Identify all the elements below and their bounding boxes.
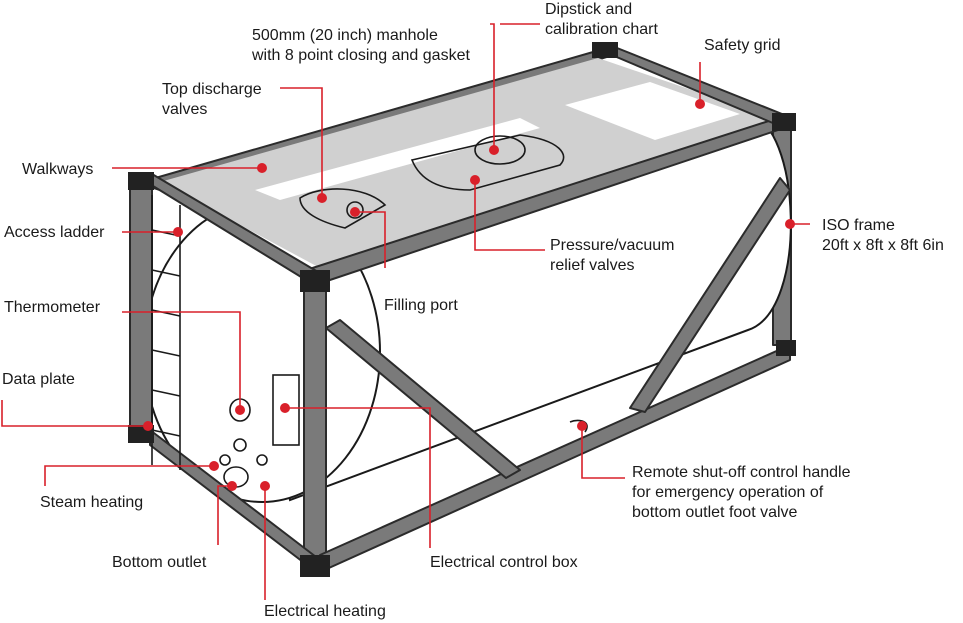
label-top-discharge: Top discharge valves [162, 81, 262, 118]
label-electrical-control-box: Electrical control box [430, 554, 578, 571]
corner-casting [128, 172, 154, 190]
frame-post-front-left [129, 179, 153, 436]
frame-post-front-right [303, 277, 327, 571]
label-pressure-relief: Pressure/vacuum relief valves [550, 237, 675, 274]
callout-dots [143, 99, 795, 491]
access-ladder [151, 195, 181, 470]
corner-casting [772, 113, 796, 131]
label-remote-shutoff: Remote shut-off control handle for emerg… [632, 464, 851, 521]
label-bottom-outlet: Bottom outlet [112, 554, 207, 571]
label-data-plate: Data plate [2, 371, 75, 388]
label-walkways: Walkways [22, 161, 94, 178]
frame-diagonal-brace-right [629, 177, 791, 413]
label-dipstick: Dipstick and calibration chart [545, 1, 658, 38]
label-safety-grid: Safety grid [704, 37, 781, 54]
walkway-opening-2 [565, 82, 740, 140]
corner-casting [776, 340, 796, 356]
label-thermometer: Thermometer [4, 299, 101, 316]
frame-diagonal-brace [325, 319, 521, 479]
manhole-cover [410, 134, 565, 191]
label-access-ladder: Access ladder [4, 224, 105, 241]
label-iso-frame: ISO frame 20ft x 8ft x 8ft 6in [822, 217, 944, 254]
label-electrical-heating: Electrical heating [264, 603, 386, 620]
label-manhole: 500mm (20 inch) manhole with 8 point clo… [252, 27, 470, 64]
corner-casting [592, 42, 618, 58]
corner-casting [300, 555, 330, 577]
walkway-opening-1 [255, 118, 540, 200]
corner-casting [300, 270, 330, 292]
label-filling-port: Filling port [384, 297, 458, 314]
electrical-control-box-shape [272, 374, 300, 446]
label-steam-heating: Steam heating [40, 494, 144, 511]
